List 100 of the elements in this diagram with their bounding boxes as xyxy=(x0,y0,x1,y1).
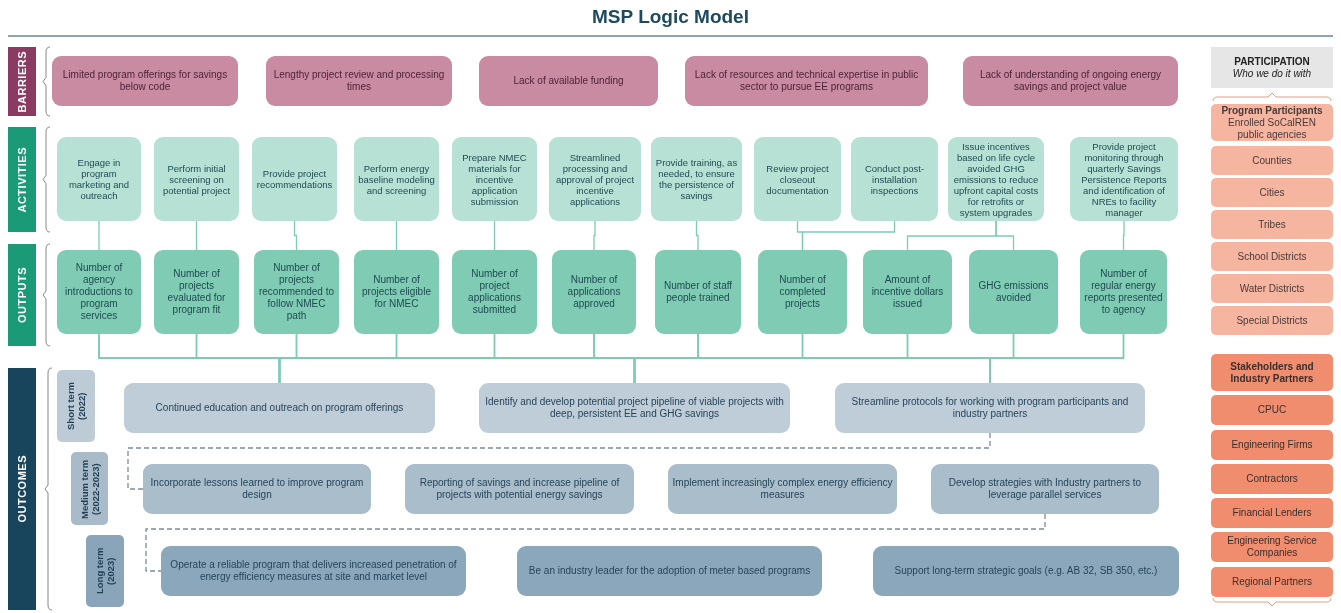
participant-box xyxy=(1211,104,1333,141)
activity-box xyxy=(354,137,439,221)
row-label: ACTIVITIES xyxy=(16,146,28,213)
section-subtitle: Who we do it with xyxy=(1232,67,1312,80)
output-box xyxy=(758,250,847,334)
box-text: GHG emissions avoided xyxy=(977,280,1050,304)
participant-box xyxy=(1211,178,1333,207)
term-label xyxy=(71,452,108,525)
partner-box xyxy=(1211,498,1333,528)
row-label-bar xyxy=(8,368,36,610)
box-text: Incorporate lessons learned to improve program design xyxy=(149,477,365,501)
box-text: Cities xyxy=(1259,186,1285,199)
box-text: Prepare NMEC materials for incentive application submission xyxy=(461,151,528,207)
box-text: Continued education and outreach on program offerings xyxy=(155,402,404,414)
box-text: Streamlined processing and approval of project incentive applications xyxy=(554,151,636,207)
connector-line xyxy=(1122,220,1125,251)
barrier-box xyxy=(963,56,1178,106)
participant-box xyxy=(1211,210,1333,239)
box-text: Lack of available funding xyxy=(513,75,624,87)
box-text: Financial Lenders xyxy=(1232,507,1312,519)
activity-box xyxy=(1070,137,1178,221)
box-text: Streamline protocols for working with program participants and industry partners xyxy=(850,396,1130,420)
box-text: Engineering Firms xyxy=(1231,439,1313,451)
activity-box xyxy=(549,137,641,221)
box-text: Water Districts xyxy=(1239,282,1305,295)
outcome-box xyxy=(835,383,1145,433)
connector-line xyxy=(989,333,1125,384)
row-label-bar xyxy=(8,244,36,346)
row-label: OUTCOMES xyxy=(16,455,28,523)
outcome-box xyxy=(124,383,435,433)
box-text: Number of completed projects xyxy=(778,274,827,310)
box-text: School Districts xyxy=(1237,250,1307,263)
connector-line xyxy=(695,220,699,251)
row-label: Short term (2022) xyxy=(65,381,87,433)
box-text: CPUC xyxy=(1257,404,1287,416)
diagram-title: MSP Logic Model xyxy=(591,6,750,28)
output-box xyxy=(969,250,1058,334)
box-text: Provide training, as needed, to ensure the persistence of savings xyxy=(655,157,738,201)
box-text: Contractors xyxy=(1246,473,1298,485)
barrier-box xyxy=(479,56,658,106)
output-box xyxy=(655,250,741,334)
box-text: Lengthy project review and processing times xyxy=(272,69,446,93)
row-label: BARRIERS xyxy=(16,50,28,113)
output-box xyxy=(452,250,537,334)
box-text: Regional Partners xyxy=(1231,576,1312,588)
box-text: Support long-term strategic goals (e.g. AB 32, SB 350, etc.) xyxy=(894,565,1158,577)
outcome-box xyxy=(668,464,897,514)
outcome-box xyxy=(161,546,466,596)
partner-box xyxy=(1211,395,1333,425)
connector-line xyxy=(145,513,1046,572)
box-text: Provide project monitoring through quarterly Savings Persistence Reports and identification of NREs to facility manager xyxy=(1080,140,1168,218)
output-box xyxy=(1080,250,1167,334)
participant-box xyxy=(1211,274,1333,303)
outcome-box xyxy=(931,464,1159,514)
connector-line xyxy=(801,220,896,251)
output-box xyxy=(57,250,141,334)
box-text: Perform initial screening on potential project xyxy=(161,162,232,196)
connector-line xyxy=(493,220,496,251)
term-label xyxy=(57,370,95,442)
box-text: Special Districts xyxy=(1236,314,1308,327)
group-heading: Program Participants xyxy=(1221,104,1323,117)
box-text: Number of project applications submitted xyxy=(467,268,522,316)
box-text: Number of agency introductions to program services xyxy=(64,262,134,322)
box-text: Number of regular energy reports presented to agency xyxy=(1084,268,1163,316)
box-text: Number of projects eligible for NMEC xyxy=(361,274,432,310)
box-text: Amount of incentive dollars issued xyxy=(870,274,945,310)
connector-line xyxy=(395,220,398,251)
activity-box xyxy=(252,137,337,221)
participant-box xyxy=(1211,146,1333,175)
outcome-box xyxy=(873,546,1179,596)
row-label-bar xyxy=(8,127,36,232)
section-heading: PARTICIPATION xyxy=(1234,55,1310,68)
box-text: Number of applications approved xyxy=(566,274,622,310)
activity-box xyxy=(651,137,742,221)
activity-box xyxy=(754,137,841,221)
output-box xyxy=(154,250,239,334)
box-text: Lack of understanding of ongoing energy savings and project value xyxy=(978,69,1163,93)
outcome-box xyxy=(143,464,371,514)
connector-line xyxy=(127,432,991,490)
row-label: OUTPUTS xyxy=(16,266,28,324)
activity-box xyxy=(851,137,938,221)
outcome-box xyxy=(517,546,822,596)
box-text: Engage in program marketing and outreach xyxy=(67,157,131,201)
box-text: Operate a reliable program that delivers increased penetration of energy efficiency measures at site and market level xyxy=(169,559,458,583)
connector-line xyxy=(995,220,1015,251)
output-box xyxy=(863,250,952,334)
outcome-box xyxy=(405,464,634,514)
box-text: Review project closeout documentation xyxy=(765,162,830,196)
box-text: Engineering Service Companies xyxy=(1226,535,1318,559)
box-text: Number of staff people trained xyxy=(662,280,734,304)
outcome-box xyxy=(479,383,790,433)
header-box xyxy=(1211,47,1333,88)
participant-box xyxy=(1211,306,1333,335)
box-text: Number of projects recommended to follow NMEC path xyxy=(258,262,335,322)
output-box xyxy=(552,250,636,334)
partner-box xyxy=(1211,354,1333,391)
row-label: Long term (2023) xyxy=(94,546,116,597)
output-box xyxy=(354,250,439,334)
barrier-box xyxy=(52,56,238,106)
participant-box xyxy=(1211,242,1333,271)
